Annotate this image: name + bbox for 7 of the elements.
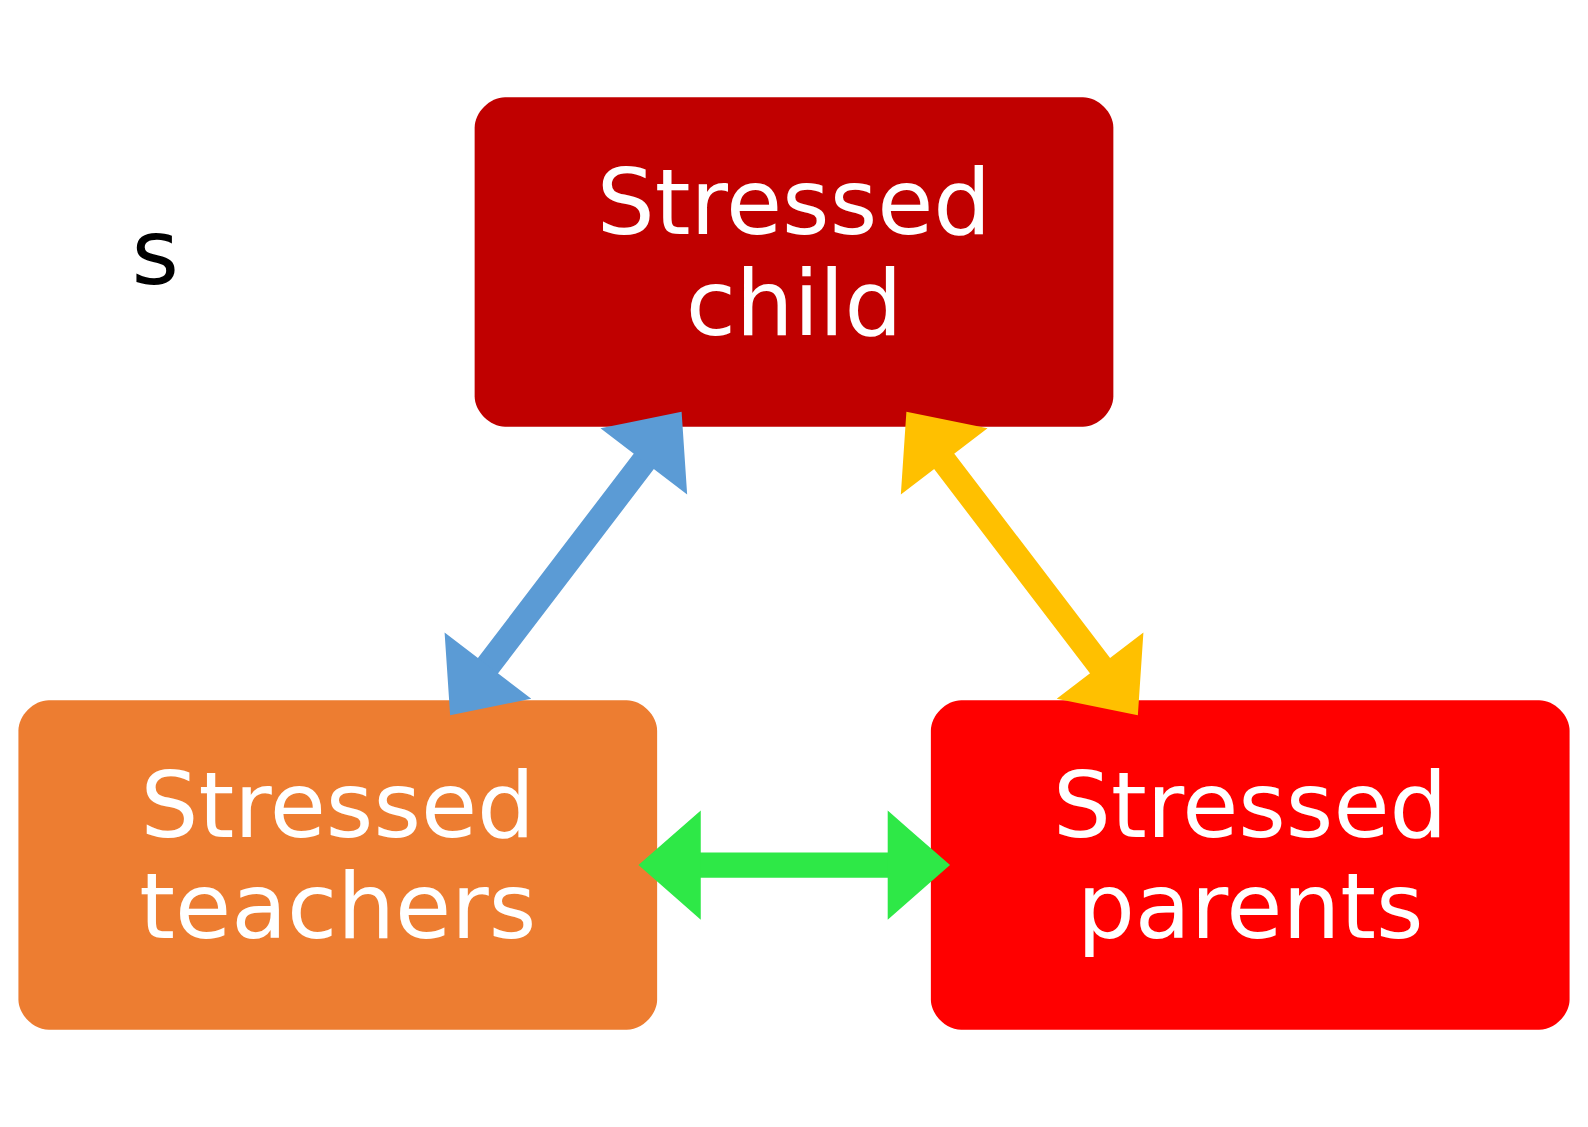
arrow bbox=[444, 411, 688, 716]
arrow bbox=[900, 411, 1144, 716]
arrow bbox=[638, 810, 951, 920]
label: s bbox=[131, 199, 180, 307]
node-box: Stressed parents bbox=[930, 700, 1570, 1030]
node-box: Stressed teachers bbox=[18, 700, 658, 1030]
node-box: Stressed child bbox=[474, 97, 1114, 427]
